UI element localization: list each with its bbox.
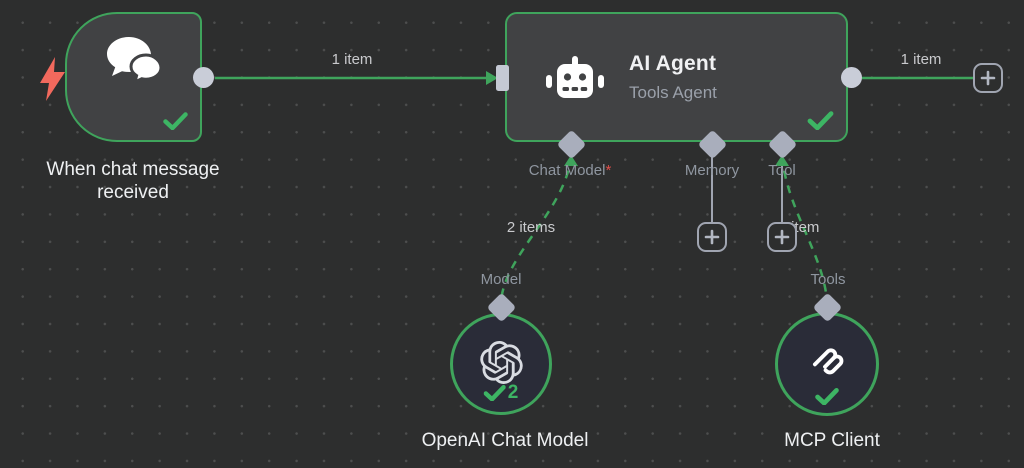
arrowhead-icon [486,71,498,85]
port-label-model: Model [480,271,522,288]
node-mcp-client[interactable] [775,312,879,416]
port-label-chat-model: Chat Model* [528,162,612,179]
items-count-label: 1 item [331,51,373,68]
required-asterisk: * [605,162,612,179]
wire-model-to-agent[interactable] [499,155,573,303]
plus-icon [774,229,790,245]
arrowhead-icon [564,155,578,166]
items-count-label: 2 items [506,219,556,236]
wire-tool-to-agent[interactable] [780,155,829,303]
trigger-node-label: When chat message received [46,159,220,203]
check-icon [163,112,188,130]
mcp-node-label: MCP Client [784,430,880,451]
chat-bubbles-icon [104,34,164,84]
agent-output-port[interactable] [841,67,862,88]
check-icon [807,111,834,130]
robot-icon [546,56,604,104]
add-node-button[interactable] [973,63,1003,93]
port-label-tools: Tools [810,271,846,288]
check-icon [815,388,840,405]
lightning-bolt-icon [38,57,66,101]
port-label-memory: Memory [684,162,740,179]
openai-node-label: OpenAI Chat Model [421,430,589,451]
arrowhead-icon [775,155,789,166]
items-count-label: 1 item [900,51,942,68]
run-count-badge: 2 [507,382,519,403]
plus-icon [980,70,996,86]
add-tool-button[interactable] [767,222,797,252]
agent-subtitle: Tools Agent [629,83,717,102]
node-ai-agent[interactable]: AI Agent Tools Agent [505,12,848,142]
trigger-output-port[interactable] [193,67,214,88]
node-chat-trigger[interactable] [65,12,202,142]
port-label-tool: Tool [768,162,796,179]
mcp-logo-icon [807,339,851,383]
agent-input-port[interactable] [496,65,509,91]
agent-title: AI Agent [629,52,717,75]
check-icon [483,385,506,401]
openai-logo-icon [480,341,523,384]
add-memory-button[interactable] [697,222,727,252]
node-openai-chat-model[interactable]: 2 [450,313,552,415]
plus-icon [704,229,720,245]
